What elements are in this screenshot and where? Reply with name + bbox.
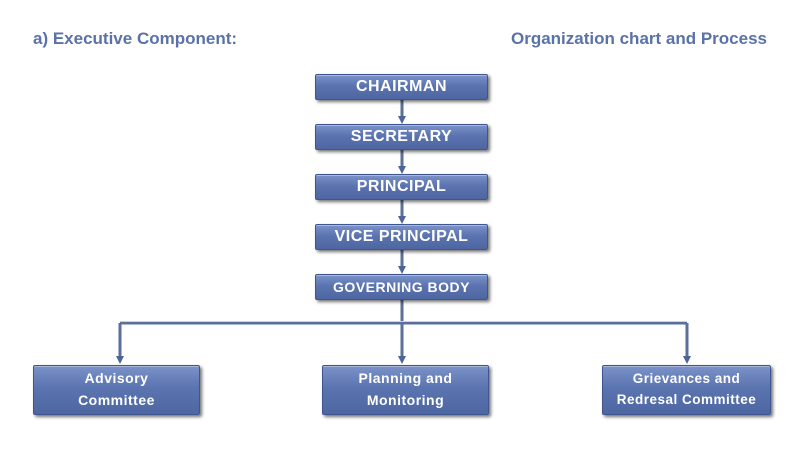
section-title: a) Executive Component:	[33, 29, 238, 48]
node-label-line: Committee	[78, 392, 155, 408]
node-principal: PRINCIPAL	[315, 174, 488, 200]
node-vice-principal: VICE PRINCIPAL	[315, 224, 488, 250]
node-label-line: Monitoring	[366, 392, 445, 408]
node-label-line: Grievances and	[632, 371, 741, 387]
node-advisory-committee: Advisory Committee	[33, 365, 200, 415]
node-label-line: Advisory	[84, 370, 149, 387]
node-label-line: Redresal Committee	[616, 392, 757, 407]
node-chairman: CHAIRMAN	[315, 74, 488, 100]
node-planning-monitoring: Planning and Monitoring	[322, 365, 489, 415]
node-governing-body: GOVERNING BODY	[315, 274, 488, 300]
chart-title: Organization chart and Process	[510, 29, 767, 48]
node-label-line: Planning and	[358, 370, 453, 387]
node-grievances-redresal: Grievances and Redresal Committee	[602, 365, 771, 415]
node-secretary: SECRETARY	[315, 124, 488, 150]
